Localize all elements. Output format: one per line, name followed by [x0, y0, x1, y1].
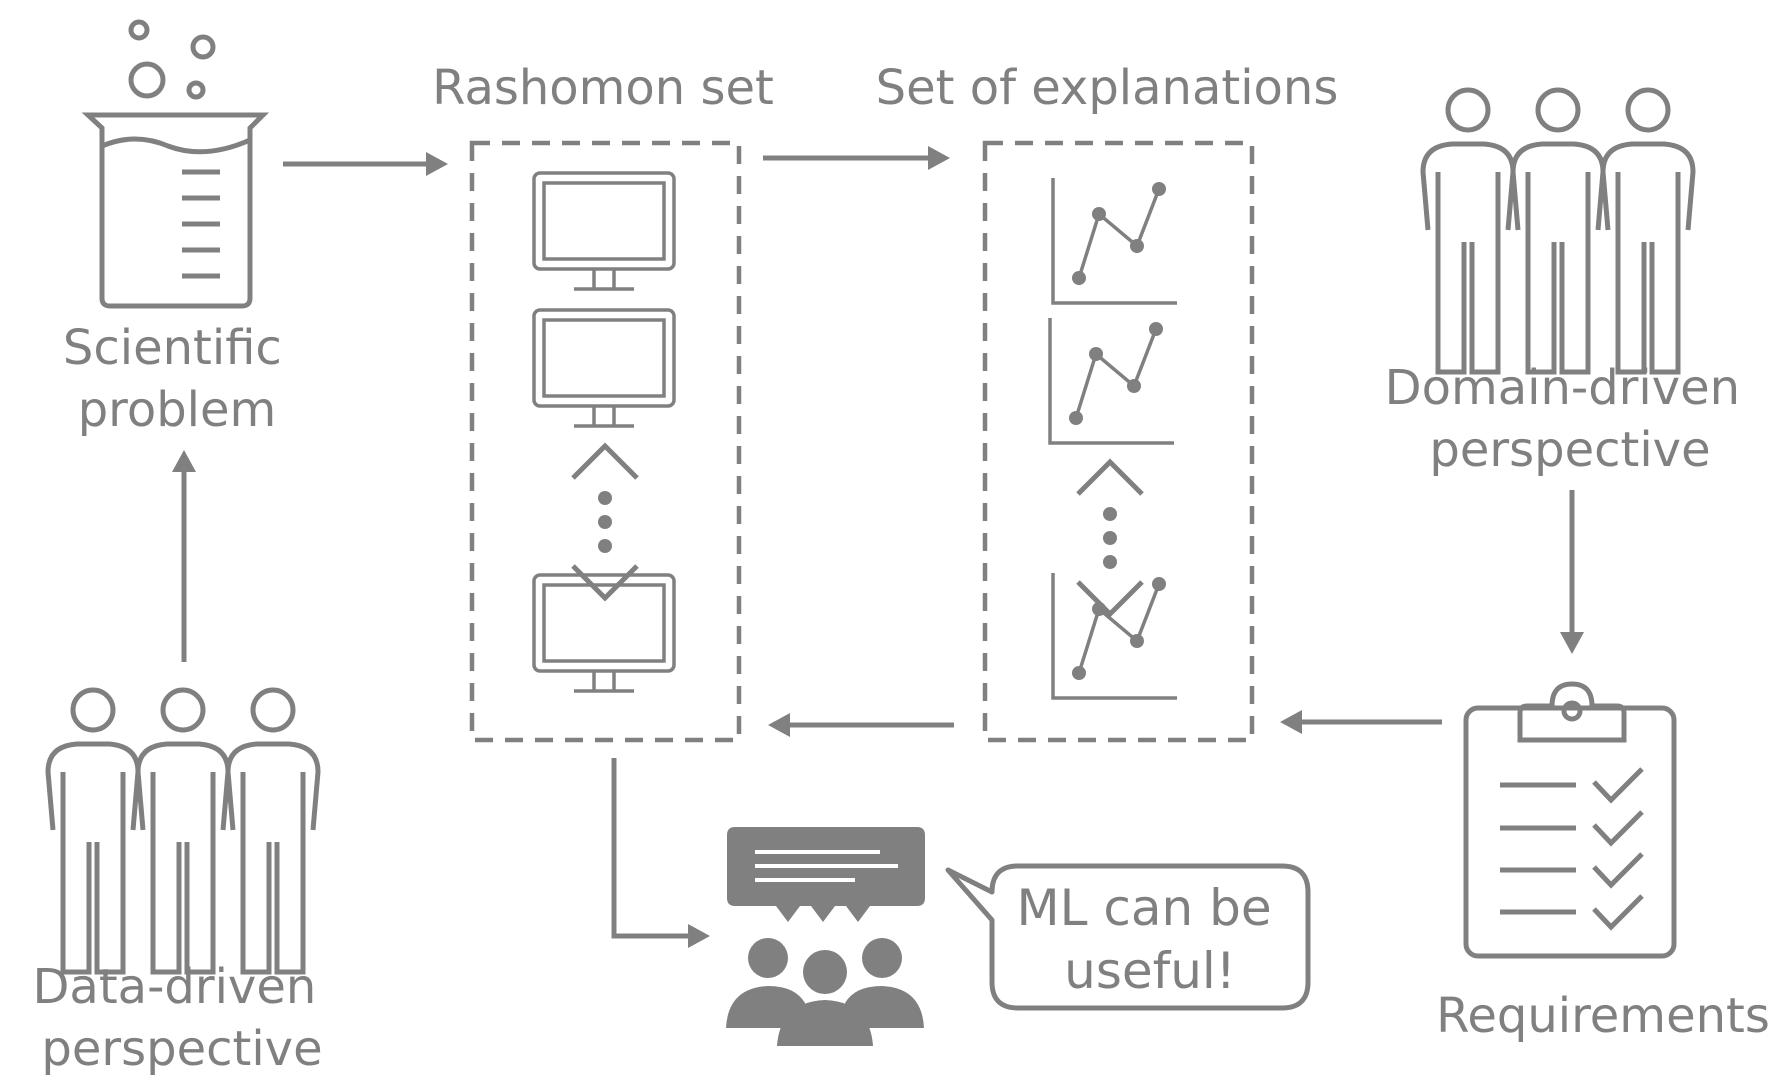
rashomon-set-label: Rashomon set: [432, 60, 774, 116]
svg-text:ML can be useful!: ML can be useful!: [1016, 879, 1287, 1000]
arrow-beaker-to-rashomon: [283, 152, 448, 176]
speech-bubble: ML can be useful!: [945, 863, 1311, 1011]
arrow-data-driven-to-beaker: [172, 450, 196, 662]
arrow-requirements-to-explanations: [1280, 710, 1442, 734]
audience-chat-icon: [726, 827, 925, 1046]
data-driven-label: Data-driven perspective: [32, 959, 331, 1077]
arrow-rashomon-to-explanations: [763, 146, 950, 170]
line-chart-icon: [1048, 316, 1176, 445]
beaker-icon: [81, 19, 270, 309]
people-group-icon: [1423, 90, 1693, 372]
domain-driven-label: Domain-driven perspective: [1385, 360, 1756, 478]
line-chart-icon: [1051, 176, 1179, 305]
arrow-rashomon-to-audience: [611, 758, 710, 948]
scientific-problem-label: Scientific problem: [63, 320, 297, 438]
line-chart-icon: [1051, 571, 1179, 700]
arrow-domain-to-requirements: [1560, 490, 1584, 654]
set-of-explanations-label: Set of explanations: [876, 60, 1339, 116]
requirements-label: Requirements: [1436, 988, 1770, 1044]
monitor-icon: [532, 171, 676, 291]
rashomon-set-box: [469, 140, 742, 743]
ellipsis-icon: [1078, 462, 1142, 614]
arrow-explanations-to-rashomon: [768, 713, 954, 737]
monitor-icon: [532, 308, 676, 428]
people-group-icon: [48, 690, 318, 972]
clipboard-checklist-icon: [1463, 681, 1677, 959]
explanations-box: [982, 140, 1255, 743]
monitor-icon: [532, 573, 676, 693]
